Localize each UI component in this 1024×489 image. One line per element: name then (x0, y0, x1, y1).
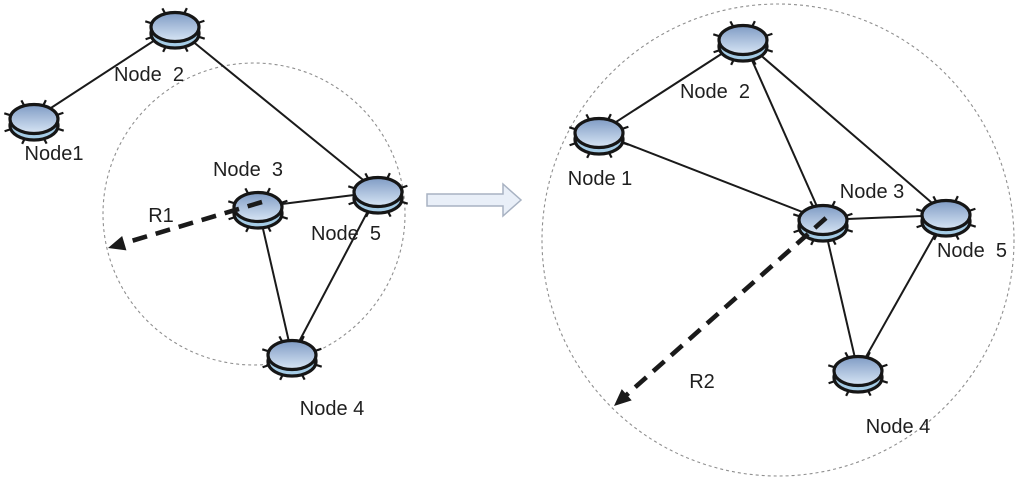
link-n1-n2 (33, 26, 176, 120)
transmission-range-circle (102, 62, 406, 366)
node-disc-top (266, 338, 318, 372)
node-disc-top (920, 198, 972, 232)
transmission-range-circle (541, 3, 1015, 477)
node-icon-n1 (568, 113, 630, 159)
link-n2-n3 (742, 39, 824, 221)
before-topology: Node1 Node 2 Node 3 Node 4 Node 5 R1 (3, 7, 409, 420)
node-disc-top (352, 175, 404, 209)
node-label: Node 4 (866, 416, 931, 438)
radius-arrow-line (118, 199, 263, 247)
node-disc-top (8, 102, 60, 136)
radius-label: R1 (148, 205, 174, 227)
node-label: Node 3 (840, 181, 905, 203)
node-disc-top (149, 10, 201, 44)
node-label: Node 2 (680, 81, 750, 103)
node-icon-n3 (227, 187, 289, 233)
link-n2-n5 (742, 39, 947, 216)
node-icon-n2 (144, 7, 206, 53)
node-icon-n2 (712, 20, 774, 66)
radius-arrowhead-icon (614, 389, 632, 406)
radius-arrowhead-icon (108, 235, 127, 251)
link-n3-n4 (257, 206, 293, 356)
after-topology: Node 1 Node 2 Node 3 Node 4 Node 5 R2 (541, 3, 1015, 477)
node-disc-top (832, 354, 884, 388)
node-icon-n5 (347, 172, 409, 218)
radius-arrow-line (621, 216, 828, 400)
link-n3-n4 (822, 219, 859, 372)
transition-right-arrow-icon (426, 182, 523, 218)
link-n1-n3 (598, 132, 824, 221)
node-label: Node 5 (311, 223, 381, 245)
node-disc-top (717, 23, 769, 57)
node-icon-n4 (261, 335, 323, 381)
node-label: Node 1 (568, 168, 633, 190)
node-label: Node 4 (300, 398, 365, 420)
node-icon-n1 (3, 99, 65, 145)
node-label: Node 2 (114, 64, 184, 86)
node-label: Node 5 (937, 240, 1007, 262)
link-n5-n4 (857, 214, 947, 372)
link-n2-n5 (174, 26, 379, 193)
node-icon-n5 (915, 195, 977, 241)
link-n5-n4 (291, 191, 379, 356)
link-n1-n2 (598, 39, 744, 134)
node-disc-top (573, 116, 625, 150)
node-icon-n4 (827, 351, 889, 397)
radius-label: R2 (689, 371, 715, 393)
node-label: Node1 (25, 143, 84, 165)
node-disc-top (232, 190, 284, 224)
node-label: Node 3 (213, 159, 283, 181)
